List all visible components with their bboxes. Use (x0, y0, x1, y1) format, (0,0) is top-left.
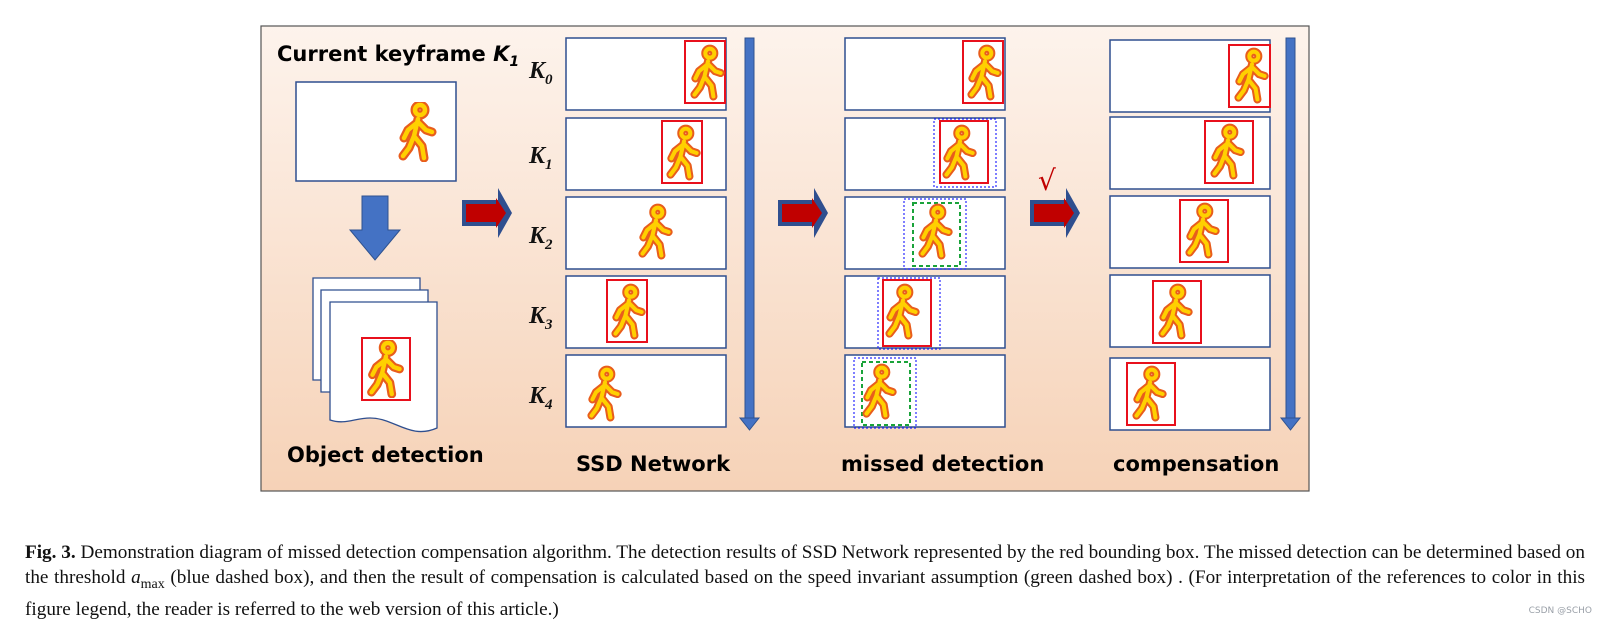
time-arrow (738, 37, 761, 431)
threshold-box (903, 198, 967, 270)
down-arrow (348, 195, 402, 261)
detection-box (962, 40, 1004, 104)
caption-text-1: Demonstration diagram of missed detectio… (25, 542, 1585, 588)
missed-frame (844, 117, 1006, 191)
keyframe-subscript: 1 (509, 54, 520, 71)
compensation-frame (1109, 357, 1271, 431)
watermark: CSDN @SCHO (1528, 606, 1592, 616)
detection-box (882, 279, 932, 347)
caption-a-sub: max (140, 576, 165, 592)
detection-box (1204, 120, 1254, 184)
object-detection-label: Object detection (287, 443, 484, 467)
detection-box (684, 40, 726, 104)
current-keyframe-title: Current keyframe K1 (277, 42, 519, 70)
current-keyframe-label: Current keyframe (277, 42, 486, 66)
ssd-column (565, 37, 727, 428)
detection-box (661, 120, 703, 184)
detection-box (1228, 44, 1271, 108)
checkmark: √ (1038, 164, 1056, 197)
compensation-box (861, 361, 911, 426)
detection-box (1179, 199, 1229, 263)
frame-label-k0: K0 (529, 58, 553, 88)
frame-label-k1: K1 (529, 143, 553, 173)
compensation-column (1109, 39, 1271, 431)
detection-box (1126, 362, 1176, 426)
figure-caption: Fig. 3. Demonstration diagram of missed … (25, 540, 1585, 622)
compensation-label: compensation (1113, 452, 1280, 476)
keyframe-symbol: K (493, 42, 510, 66)
caption-fig-label: Fig. 3. (25, 542, 76, 563)
caption-text-2: (blue dashed box), and then the result o… (25, 567, 1585, 620)
detection-box (1152, 280, 1202, 344)
right-arrow (778, 188, 828, 238)
document-stack-icon (312, 277, 438, 433)
compensation-box (912, 202, 961, 267)
caption-a-symbol: a (131, 567, 141, 588)
threshold-box (933, 118, 997, 188)
detection-box (606, 279, 648, 343)
detection-box (939, 120, 989, 184)
right-arrow (1030, 188, 1080, 238)
threshold-box (853, 357, 917, 429)
compensation-frame (1109, 116, 1271, 190)
frame-label-k4: K4 (529, 383, 553, 413)
frame-label-k2: K2 (529, 223, 553, 253)
time-arrow (1279, 37, 1302, 431)
missed-frame (844, 275, 1006, 349)
threshold-box (877, 277, 941, 350)
frame-label-k3: K3 (529, 303, 553, 333)
missed-detection-label: missed detection (841, 452, 1045, 476)
ssd-network-label: SSD Network (576, 452, 731, 476)
missed-detection-column (844, 37, 1006, 429)
right-arrow (462, 188, 512, 238)
